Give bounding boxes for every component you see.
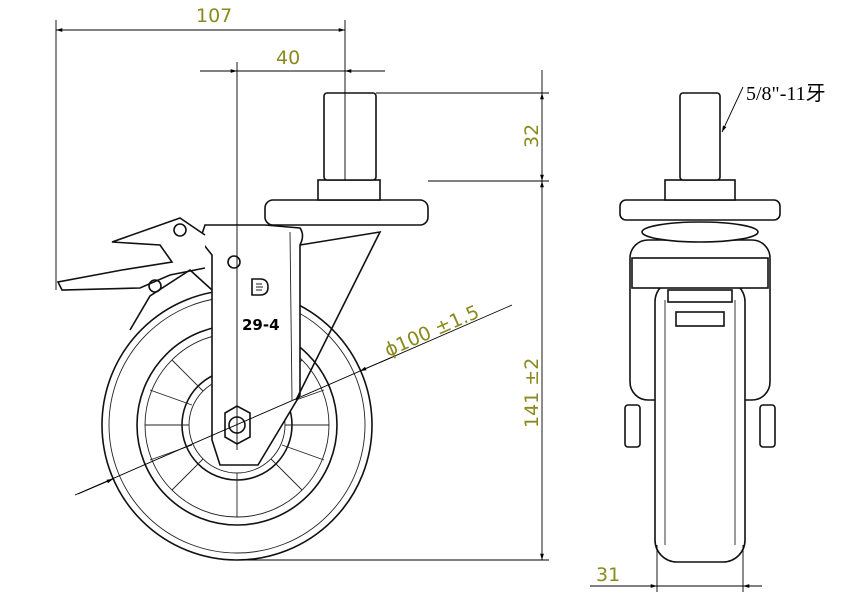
- brake-lever: [56, 217, 213, 331]
- axle-nut-right: [759, 404, 776, 448]
- dim-wheel-diameter: ϕ100 ±1.5: [381, 301, 482, 361]
- top-plate-front: [619, 199, 781, 221]
- dim-stem-height: 32: [521, 124, 543, 148]
- front-view: [619, 92, 781, 563]
- stem-nut: [317, 179, 381, 201]
- dim-total-height: 141 ±2: [521, 358, 543, 428]
- dim-offset: 40: [276, 47, 300, 69]
- fork: [199, 224, 304, 466]
- threaded-stem: [323, 92, 377, 181]
- thread-note: 5/8"-11牙: [746, 83, 826, 105]
- dim-overall-width: 107: [196, 5, 232, 27]
- front-dimensions: 31 5/8"-11牙: [590, 83, 826, 592]
- brake-pedal-front: [631, 257, 769, 289]
- top-plate: [264, 199, 429, 226]
- part-marking: 29-4: [242, 316, 280, 334]
- brand-logo: [251, 278, 269, 296]
- threaded-stem-front: [679, 92, 721, 181]
- dim-wheel-width: 31: [596, 564, 620, 586]
- side-view: 29-4: [56, 92, 429, 561]
- axle-nut-left: [624, 404, 641, 448]
